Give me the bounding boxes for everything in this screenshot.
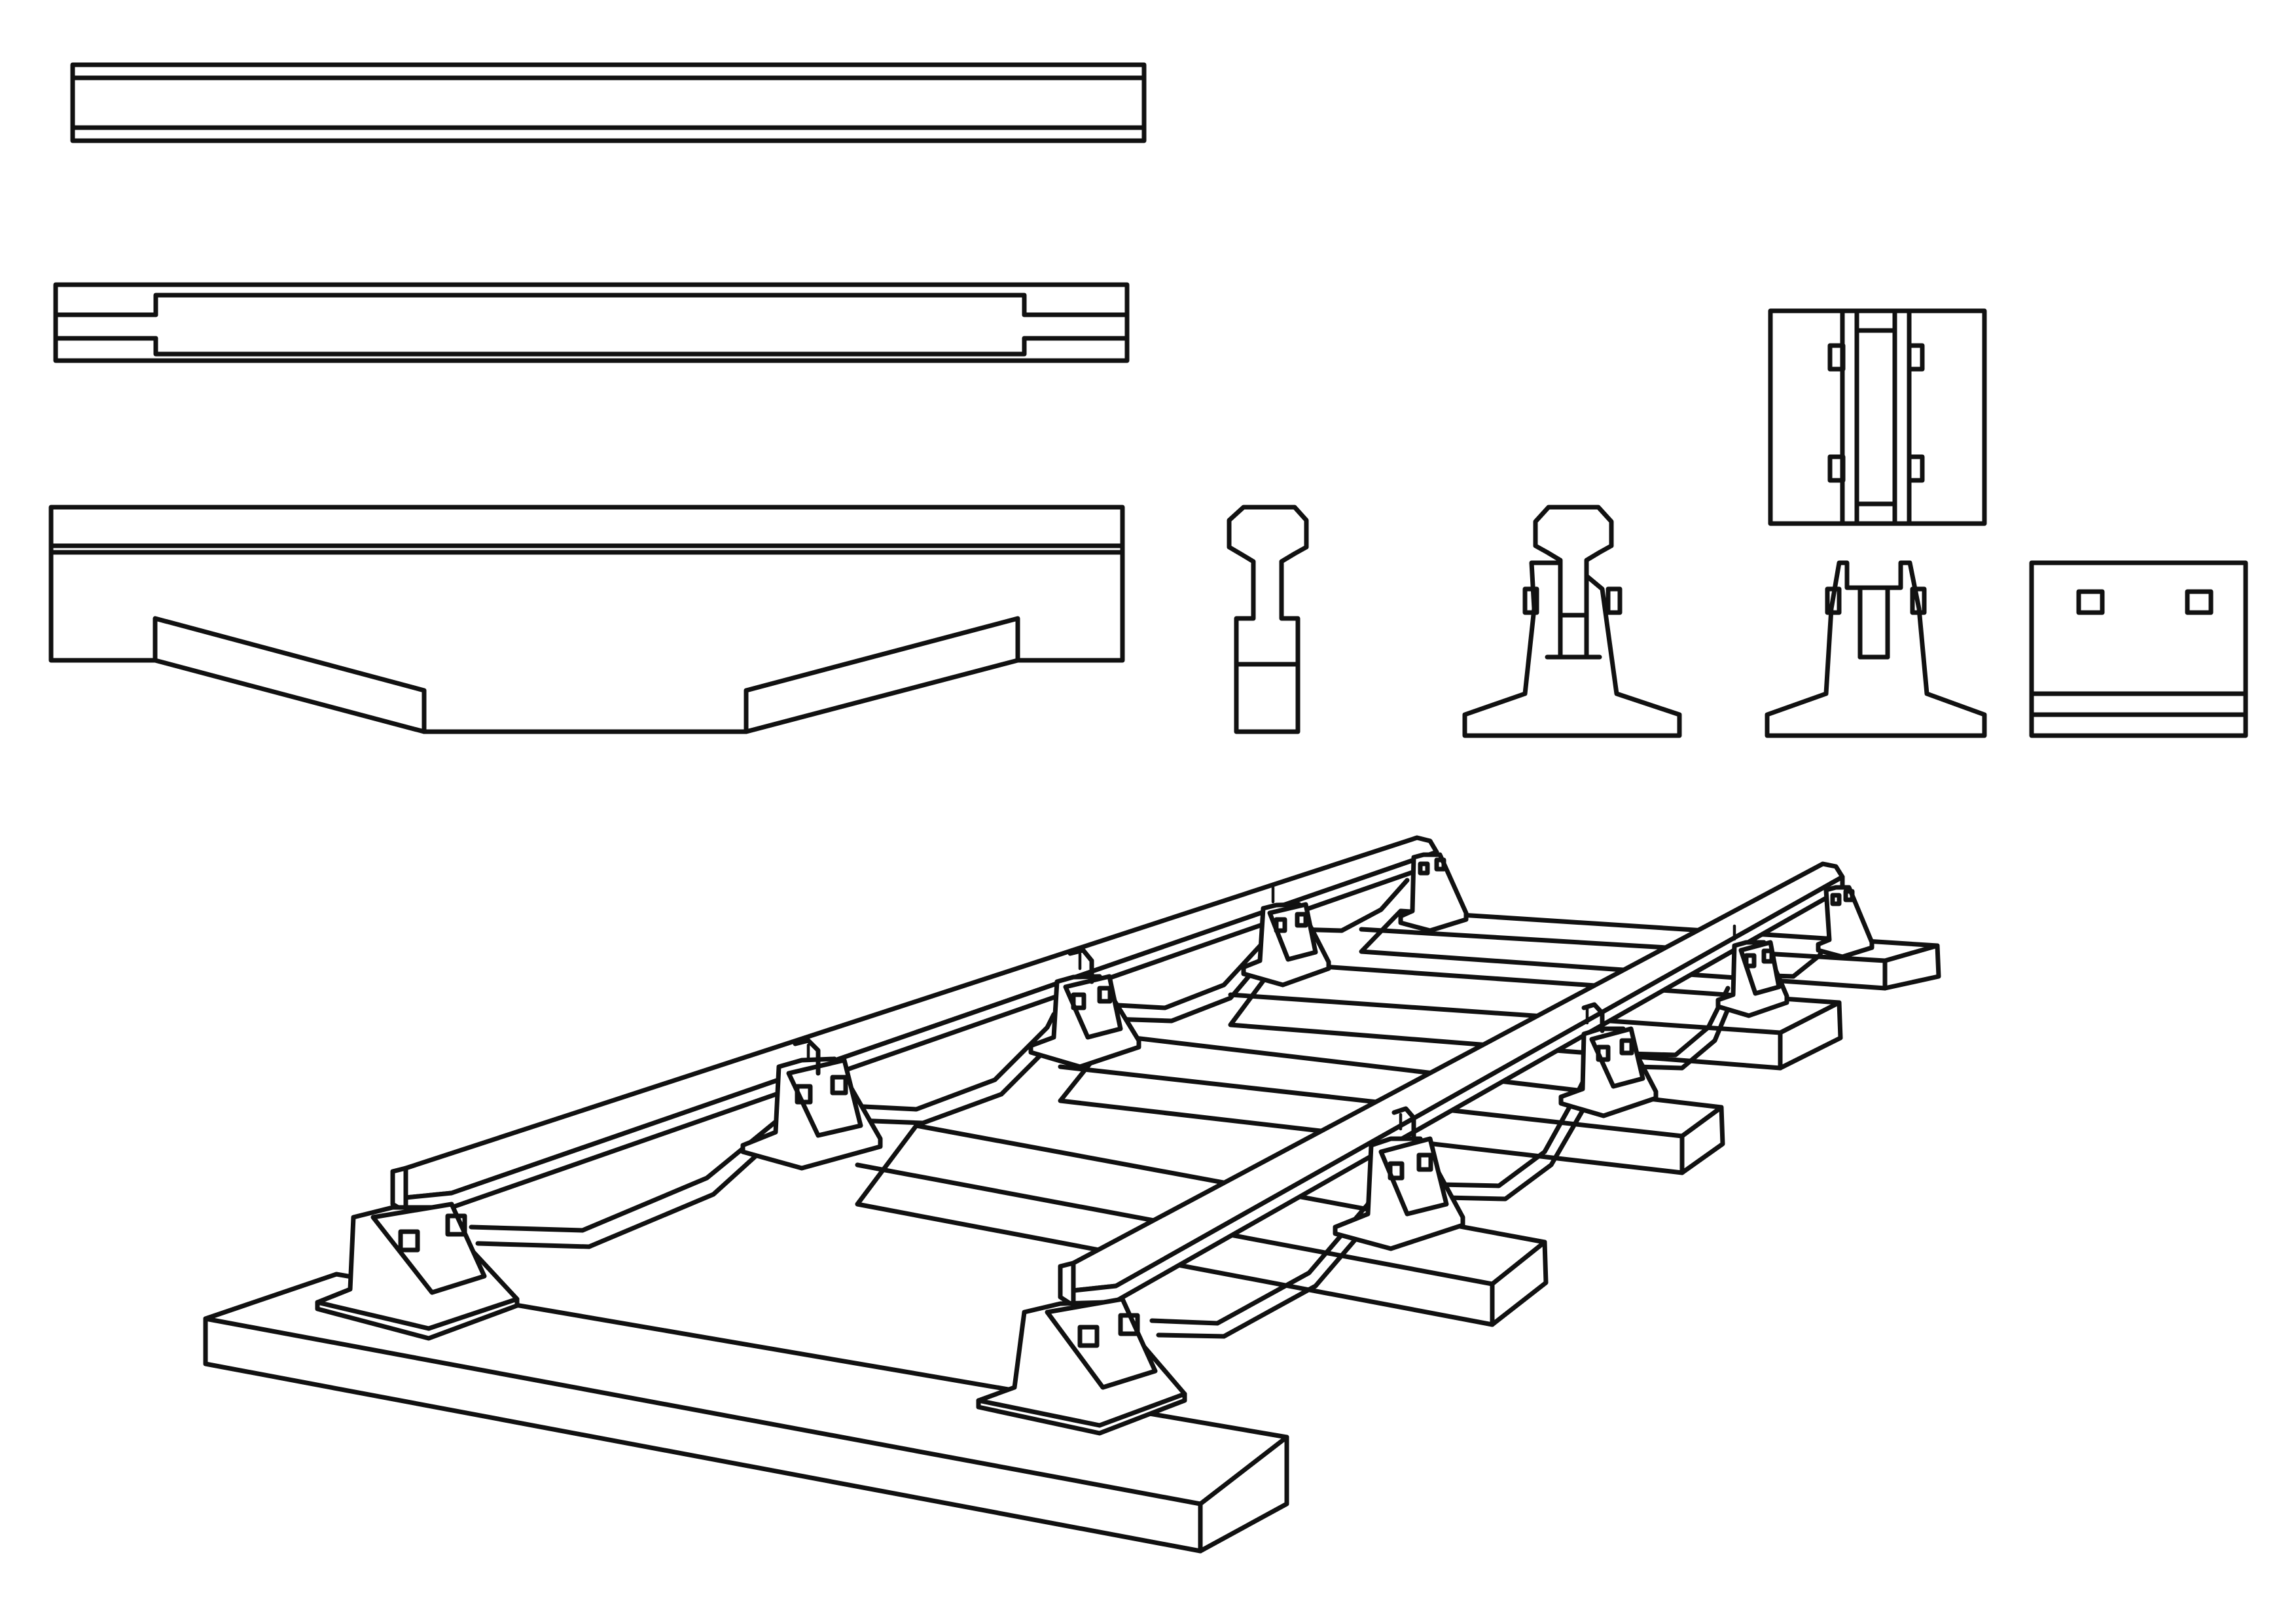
chair-right-5 [1816,885,1874,959]
chair-left-2 [740,1056,883,1171]
sleeper-front [203,1272,1289,1554]
side-view-middle [53,282,1130,363]
rail-joints [793,948,1605,1141]
chair-left-5 [1398,852,1469,933]
side-view-top [70,62,1147,143]
chair-left-4 [1241,902,1331,988]
chair-side [2029,560,2248,738]
side-view-bottom [48,505,1125,734]
chair-right-3 [1558,1026,1659,1118]
rail-end-section [1227,505,1309,734]
chair-right-2 [1333,1136,1465,1251]
chair-with-rail [1462,505,1682,738]
chair-left-3 [1028,974,1141,1069]
chair-plan [1768,308,1987,526]
chair-right-1 [976,1296,1187,1436]
track-isometric [203,835,1941,1554]
chair-without-rail [1765,560,1987,738]
chair-right-4 [1715,940,1789,1018]
chair-left-1 [315,1202,520,1341]
